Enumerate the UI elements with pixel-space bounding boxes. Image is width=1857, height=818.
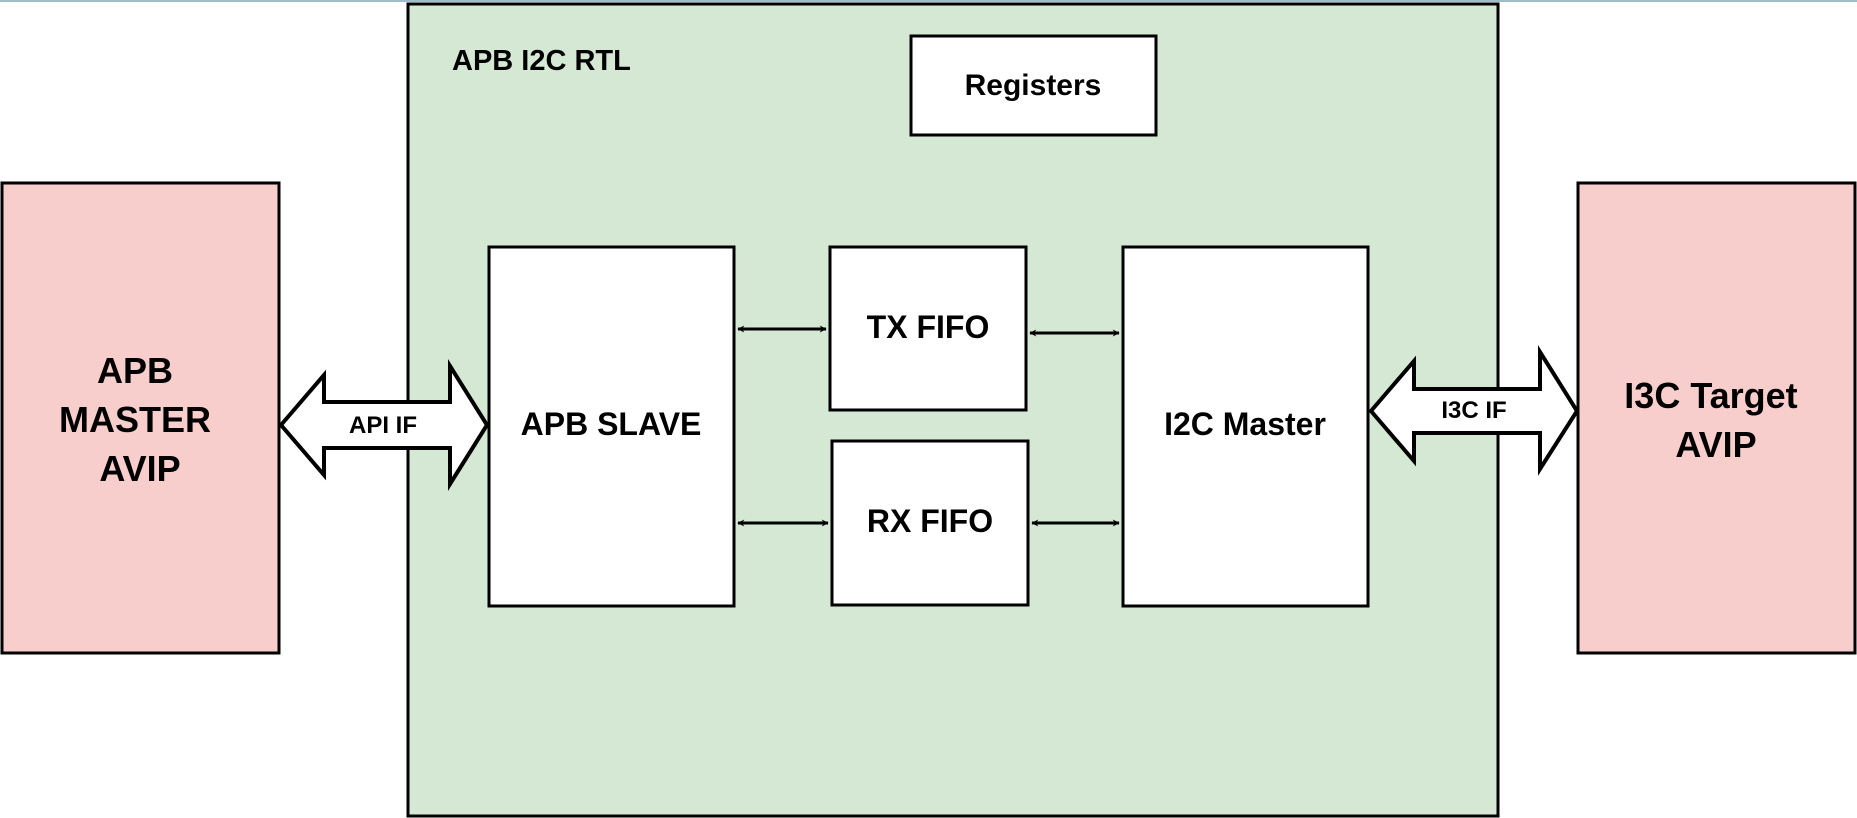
i3c-if-arrow <box>1368 345 1580 476</box>
tx-fifo-label: TX FIFO <box>867 309 990 345</box>
rx-fifo-label: RX FIFO <box>867 503 993 539</box>
i3c-target-avip-line-2: AVIP <box>1675 424 1756 465</box>
apb-master-avip-line-3: AVIP <box>99 448 180 489</box>
apb-master-avip-line-2: MASTER <box>59 399 211 440</box>
registers-label: Registers <box>965 69 1102 102</box>
apb-master-avip-block <box>0 181 281 655</box>
i2c-master-block <box>1121 245 1370 608</box>
i2c-master-label: I2C Master <box>1164 406 1326 442</box>
i3c-target-avip-label: I3C Target AVIP <box>1624 375 1807 465</box>
tx-fifo-block <box>828 245 1028 412</box>
top-rule <box>0 0 1857 2</box>
i3c-target-avip-block <box>1576 181 1857 655</box>
rx-fifo-block <box>830 439 1030 607</box>
apb-master-avip-label: APB MASTER AVIP <box>59 350 221 489</box>
apb-slave-label: APB SLAVE <box>521 406 702 442</box>
i3c-target-avip-line-1: I3C Target <box>1624 375 1797 416</box>
registers-block <box>909 34 1158 137</box>
i3c-if-label: I3C IF <box>1441 397 1506 424</box>
apb-slave-block <box>487 245 736 608</box>
api-if-label: API IF <box>349 412 417 439</box>
apb-master-avip-line-1: APB <box>97 350 173 391</box>
api-if-arrow <box>278 359 490 491</box>
rtl-title: APB I2C RTL <box>452 45 631 77</box>
